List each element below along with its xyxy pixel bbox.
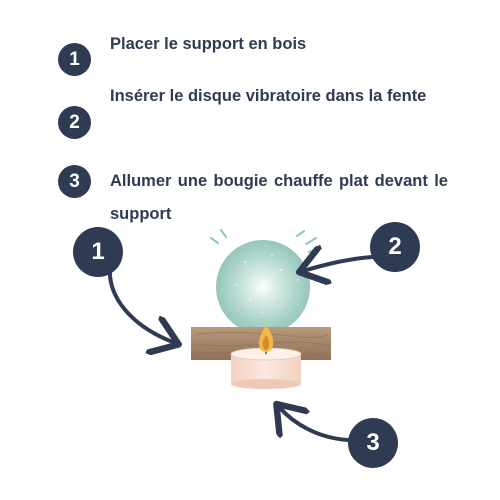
step-text: Insérer le disque vibratoire dans la fen…	[110, 87, 427, 105]
step-number-badge: 3	[58, 165, 91, 198]
callout-badge-3: 3	[348, 418, 398, 468]
callout-badge-2: 2	[370, 222, 420, 272]
step-2: 2 Insérer le disque vibratoire dans la f…	[58, 87, 448, 172]
step-text: Allumer une bougie chauffe plat devant l…	[110, 172, 448, 223]
tealight-candle	[230, 325, 302, 389]
step-number-badge: 2	[58, 106, 91, 139]
vibration-disc	[216, 240, 310, 334]
step-number-badge: 1	[58, 43, 91, 76]
step-text: Placer le support en bois	[110, 35, 307, 53]
callout-arrow-2	[303, 257, 374, 271]
step-1: 1 Placer le support en bois	[58, 35, 448, 76]
disc-speckles	[235, 254, 299, 313]
callout-arrow-3	[279, 407, 350, 442]
step-3: 3 Allumer une bougie chauffe plat devant…	[58, 165, 448, 231]
callout-arrow-1	[107, 266, 175, 343]
callout-badge-1: 1	[73, 227, 123, 277]
